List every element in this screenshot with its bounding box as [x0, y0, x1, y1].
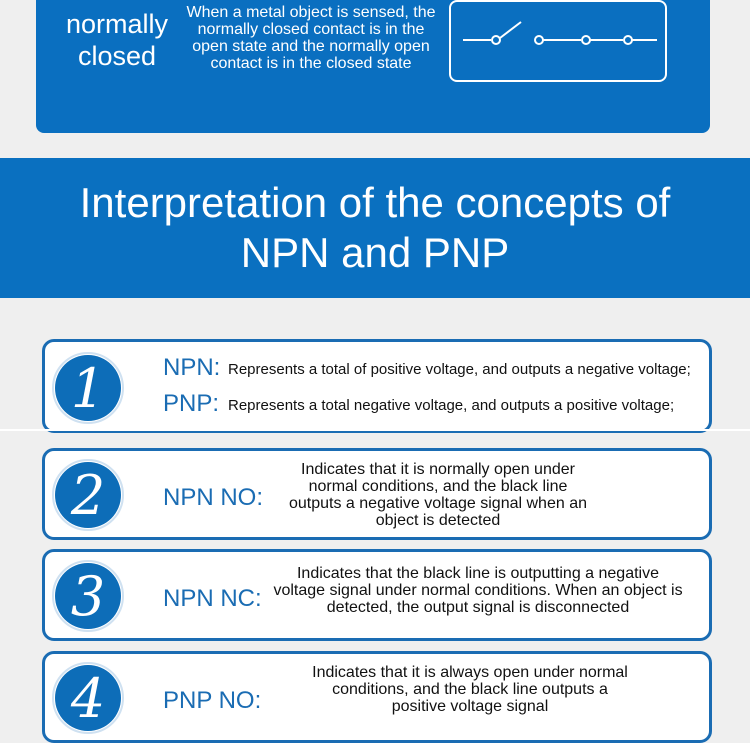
pnp-no-description: Indicates that it is always open under n…	[312, 664, 628, 715]
concept-card-2: 2 NPN NO: Indicates that it is normally …	[42, 448, 712, 540]
concept-card-1: 1 NPN: Represents a total of positive vo…	[42, 339, 712, 433]
npn-nc-description: Indicates that the black line is outputt…	[273, 565, 683, 616]
npn-label: NPN:	[163, 354, 221, 381]
npn-nc-label: NPN NC:	[163, 585, 262, 612]
concept-card-4: 4 PNP NO: Indicates that it is always op…	[42, 651, 712, 743]
banner-title: Interpretation of the concepts of NPN an…	[79, 179, 671, 276]
pnp-no-label: PNP NO:	[163, 687, 262, 714]
divider	[0, 429, 750, 431]
pnp-definition: Represents a total negative voltage, and…	[228, 397, 675, 414]
number-badge-1: 1	[52, 352, 124, 424]
normally-closed-description: When a metal object is sensed, the norma…	[186, 4, 436, 72]
concept-card-3: 3 NPN NC: Indicates that the black line …	[42, 549, 712, 641]
number-badge-4: 4	[52, 662, 124, 734]
normally-closed-title: normally closed	[65, 9, 169, 71]
switch-diagram	[449, 0, 667, 82]
switch-symbol-icon	[463, 21, 657, 45]
number-badge-2: 2	[52, 459, 124, 531]
npn-no-description: Indicates that it is normally open under…	[289, 461, 587, 529]
number-badge-3: 3	[52, 560, 124, 632]
npn-definition: Represents a total of positive voltage, …	[228, 361, 691, 378]
npn-no-label: NPN NO:	[163, 484, 264, 511]
normally-closed-panel	[36, 0, 710, 133]
section-banner: Interpretation of the concepts of NPN an…	[0, 158, 750, 298]
pnp-label: PNP:	[163, 390, 220, 417]
